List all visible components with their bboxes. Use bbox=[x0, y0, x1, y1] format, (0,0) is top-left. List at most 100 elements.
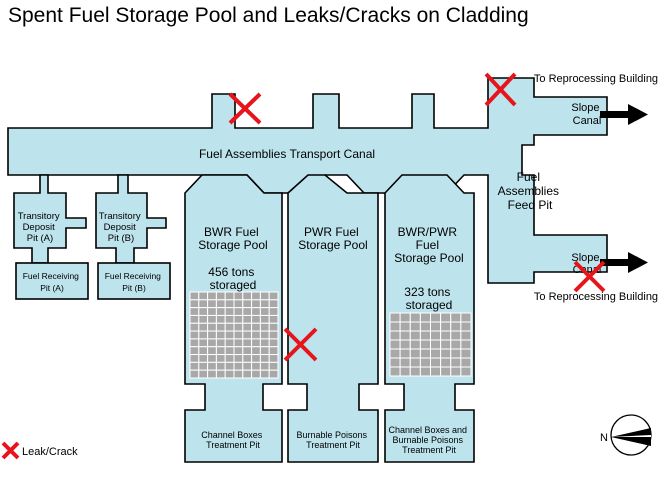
pwr-fuel-storage-pool bbox=[287, 174, 379, 463]
fuel-assembly-cell bbox=[215, 299, 226, 309]
fuel-assembly-cell bbox=[419, 321, 432, 332]
fuel-assembly-cell bbox=[251, 299, 261, 309]
fuel-assembly-cell bbox=[430, 339, 442, 350]
fuel-assembly-cell bbox=[430, 366, 442, 377]
fuel-assembly-cell bbox=[450, 321, 462, 332]
fuel-assembly-cell bbox=[399, 348, 411, 359]
fuel-assembly-cell bbox=[189, 346, 200, 356]
fuel-assembly-cell bbox=[224, 307, 235, 316]
fuel-assembly-cell bbox=[198, 361, 209, 371]
fuel-assembly-cell bbox=[215, 291, 226, 301]
fuel-assembly-cell bbox=[409, 330, 421, 341]
fuel-assembly-cell bbox=[207, 307, 217, 316]
fuel-assembly-cell bbox=[215, 330, 226, 340]
fuel-assembly-cell bbox=[224, 369, 235, 379]
fuel-assembly-cell bbox=[251, 291, 261, 301]
fuel-assembly-cell bbox=[430, 321, 442, 332]
fuel-assembly-cell bbox=[215, 361, 226, 371]
page-title: Spent Fuel Storage Pool and Leaks/Cracks… bbox=[8, 4, 529, 27]
fuel-assembly-cell bbox=[233, 338, 244, 348]
fuel-assembly-cell bbox=[215, 369, 226, 379]
fuel-assembly-cell bbox=[207, 361, 217, 371]
fuel-assembly-cell bbox=[450, 357, 462, 368]
burnable-poisons-pit-label: Burnable Poisons Treatment Pit bbox=[296, 430, 369, 450]
fuel-assembly-cell bbox=[215, 338, 226, 348]
fuel-assembly-cell bbox=[419, 357, 432, 368]
fuel-receiving-pit-b-label: Fuel Receiving Pit (B) bbox=[105, 271, 164, 293]
fuel-assembly-cell bbox=[233, 322, 244, 332]
fuel-assembly-cell bbox=[440, 348, 452, 359]
fuel-assembly-cell bbox=[233, 291, 244, 301]
bwr-fuel-assembly-grid bbox=[189, 291, 279, 379]
fuel-assembly-cell bbox=[233, 307, 244, 316]
fuel-assembly-cell bbox=[189, 291, 200, 301]
fuel-assembly-cell bbox=[198, 354, 209, 363]
fuel-assembly-cell bbox=[268, 291, 279, 301]
fuel-assembly-cell bbox=[233, 314, 244, 324]
fuel-assembly-cell bbox=[189, 361, 200, 371]
fuel-assembly-cell bbox=[399, 366, 411, 377]
arrow-to-reprocessing-bottom bbox=[600, 252, 648, 273]
fuel-assembly-cell bbox=[268, 314, 279, 324]
fuel-assembly-cell bbox=[215, 314, 226, 324]
fuel-assembly-cell bbox=[460, 321, 472, 332]
fuel-assembly-cell bbox=[409, 357, 421, 368]
fuel-assembly-cell bbox=[419, 339, 432, 350]
fuel-assembly-cell bbox=[419, 366, 432, 377]
fuel-assembly-cell bbox=[409, 339, 421, 350]
fuel-assembly-cell bbox=[224, 346, 235, 356]
fuel-assembly-cell bbox=[224, 314, 235, 324]
fuel-assembly-cell bbox=[399, 357, 411, 368]
fuel-assembly-cell bbox=[251, 314, 261, 324]
legend-leak-label: Leak/Crack bbox=[22, 446, 78, 458]
fuel-assembly-cell bbox=[198, 322, 209, 332]
fuel-assembly-cell bbox=[399, 312, 411, 323]
fuel-assembly-cell bbox=[268, 307, 279, 316]
fuel-assembly-cell bbox=[198, 346, 209, 356]
fuel-assembly-cell bbox=[389, 330, 401, 341]
fuel-assembly-cell bbox=[215, 354, 226, 363]
fuel-assembly-cell bbox=[215, 307, 226, 316]
transitory-pit-b-label: Transitory Deposit Pit (B) bbox=[99, 211, 144, 244]
leak-mark-canal-bay bbox=[228, 92, 262, 125]
fuel-assembly-cell bbox=[198, 330, 209, 340]
fuel-assembly-cell bbox=[224, 361, 235, 371]
fuel-assembly-cell bbox=[460, 339, 472, 350]
fuel-assembly-cell bbox=[419, 348, 432, 359]
fuel-assembly-cell bbox=[224, 322, 235, 332]
fuel-assembly-cell bbox=[268, 361, 279, 371]
fuel-assembly-cell bbox=[259, 291, 270, 301]
fuel-assembly-cell bbox=[268, 346, 279, 356]
fuel-assembly-cell bbox=[268, 299, 279, 309]
fuel-receiving-pit-a bbox=[15, 262, 89, 300]
fuel-assembly-cell bbox=[450, 330, 462, 341]
fuel-assembly-cell bbox=[198, 369, 209, 379]
fuel-receiving-pit-a-label: Fuel Receiving Pit (A) bbox=[23, 271, 82, 293]
bwr-pwr-amount-label: 323 tons storaged bbox=[404, 285, 453, 312]
fuel-assembly-cell bbox=[259, 361, 270, 371]
fuel-assembly-cell bbox=[198, 338, 209, 348]
fuel-assembly-cell bbox=[242, 369, 253, 379]
fuel-assembly-cell bbox=[233, 299, 244, 309]
transitory-pit-a-label: Transitory Deposit Pit (A) bbox=[18, 211, 63, 244]
fuel-assembly-cell bbox=[259, 369, 270, 379]
fuel-assembly-cell bbox=[460, 357, 472, 368]
fuel-assembly-cell bbox=[251, 346, 261, 356]
fuel-assembly-cell bbox=[207, 322, 217, 332]
fuel-assembly-cell bbox=[419, 312, 432, 323]
fuel-assembly-cell bbox=[198, 307, 209, 316]
fuel-assembly-cell bbox=[215, 346, 226, 356]
fuel-assembly-cell bbox=[409, 312, 421, 323]
fuel-assembly-cell bbox=[198, 291, 209, 301]
fuel-assembly-cell bbox=[409, 366, 421, 377]
fuel-assembly-cell bbox=[242, 330, 253, 340]
fuel-assembly-cell bbox=[198, 314, 209, 324]
fuel-assembly-cell bbox=[409, 321, 421, 332]
fuel-assembly-cell bbox=[251, 338, 261, 348]
fuel-assembly-cell bbox=[189, 299, 200, 309]
fuel-assembly-cell bbox=[268, 322, 279, 332]
fuel-assembly-cell bbox=[259, 307, 270, 316]
fuel-assembly-cell bbox=[242, 314, 253, 324]
fuel-assembly-cell bbox=[207, 369, 217, 379]
fuel-assembly-cell bbox=[189, 322, 200, 332]
